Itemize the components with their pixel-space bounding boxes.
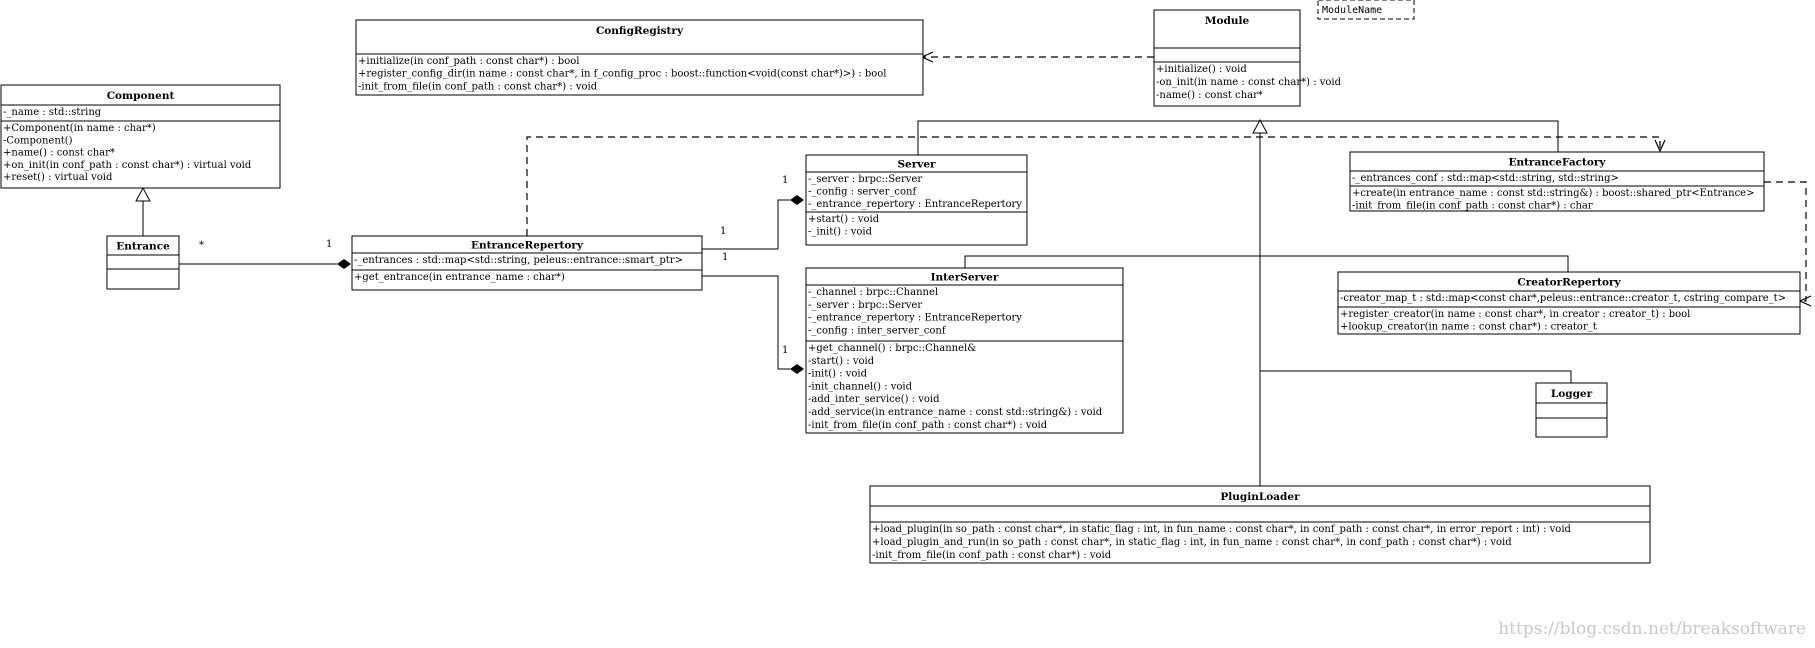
creator-repertory-operation: +lookup_creator(in name : const char*) :… [1340,322,1597,333]
factory-creator-dependency [1764,181,1806,301]
entrance-generalization-arrowhead [135,186,151,202]
multiplicity-interserver: 1 [782,345,788,356]
component-attribute: -_name : std::string [3,107,102,118]
component-class: Component-_name : std::string+Component(… [0,84,281,189]
creator-repertory-box [1337,271,1801,335]
logger-name: Logger [1551,388,1593,400]
plugin-loader-name: PluginLoader [1220,491,1300,503]
multiplicities: * 1 1 1 1 1 [199,175,788,356]
server-diamond [790,195,804,205]
config-registry-operation: +initialize(in conf_path : const char*) … [358,56,579,67]
logger-class: Logger [1535,382,1608,438]
module-operation: -on_init(in name : const char*) : void [1156,77,1342,88]
component-operation: +name() : const char* [3,148,115,159]
inter-server-attribute: -_server : brpc::Server [808,300,922,311]
component-operation: -Component() [3,135,73,146]
inter-server-operation: -init() : void [808,369,868,380]
server-operation: +start() : void [808,214,880,225]
server-attribute: -_entrance_repertory : EntranceRepertory [808,199,1022,210]
inter-server-operation: -start() : void [808,356,875,367]
module-box [1153,9,1301,107]
entrance-factory-class: EntranceFactory-_entrances_conf : std::m… [1349,151,1765,212]
entrance-name: Entrance [116,241,170,253]
server-box [805,154,1028,246]
inter-server-operation: -init_channel() : void [808,381,913,392]
repertory-interserver-composition-line [702,275,790,370]
module-operation: +initialize() : void [1156,64,1247,75]
inter-server-operation: -init_from_file(in conf_path : const cha… [808,420,1048,431]
entrance-class: Entrance [106,235,180,290]
entrance-factory-operation: -init_from_file(in conf_path : const cha… [1352,201,1593,212]
inter-server-attribute: -_channel : brpc::Channel [808,287,938,298]
component-name: Component [107,90,175,102]
connectors [135,0,1806,486]
multiplicity-server-repertory: 1 [720,226,726,237]
entrance-repertory-name: EntranceRepertory [471,240,584,252]
entrance-repertory-attribute: -_entrances : std::map<std::string, pele… [354,255,683,266]
component-box [0,84,281,189]
component-operation: +on_init(in conf_path : const char*) : v… [3,160,252,171]
repertory-factory-dependency [526,136,1660,236]
creator-repertory-operation: +register_creator(in name : const char*,… [1340,309,1690,320]
plugin-loader-operation: +load_plugin_and_run(in so_path : const … [872,537,1512,548]
module-template-param-box [1317,0,1415,20]
entrance-factory-operation: +create(in entrance_name : const std::st… [1352,188,1754,199]
module-generalization-arrowhead [1252,118,1268,134]
config-registry-operation: +register_config_dir(in name : const cha… [358,69,886,80]
interserver-diamond [790,364,804,374]
server-operation: -_init() : void [808,227,873,238]
config-registry-name: ConfigRegistry [596,25,684,37]
inter-server-attribute: -_entrance_repertory : EntranceRepertory [808,313,1022,324]
server-attribute: -_config : server_conf [808,187,917,198]
module-template-param: ModuleName [1322,5,1382,16]
server-class: Server-_server : brpc::Server-_config : … [805,154,1028,246]
server-name: Server [897,159,936,171]
class-boxes: Component-_name : std::string+Component(… [0,9,1801,564]
module-class: Module +initialize() : void -on_init(in na… [1153,9,1342,107]
server-attribute: -_server : brpc::Server [808,174,922,185]
entrance-factory-name: EntranceFactory [1508,157,1606,169]
repertory-server-composition-line [702,199,790,250]
inter-server-class: InterServer-_channel : brpc::Channel-_se… [805,267,1124,434]
entrance-repertory-box [351,235,703,291]
multiplicity-entrance-repertory: 1 [326,239,332,250]
entrance-factory-box [1349,151,1765,212]
watermark: https://blog.csdn.net/breaksoftware [1498,619,1806,639]
plugin-loader-box [869,485,1651,564]
inter-server-attribute: -_config : inter_server_conf [808,325,947,336]
entrance-repertory-operation: +get_entrance(in entrance_name : char*) [354,272,565,283]
inter-server-box [805,267,1124,434]
module-name: Module [1205,15,1250,27]
plugin-loader-operation: +load_plugin(in so_path : const char*, i… [872,524,1572,535]
inter-server-operation: -add_inter_service() : void [808,394,940,405]
interserver-to-module-line [964,255,1569,272]
config-registry-class: ConfigRegistry +initialize(in conf_path :… [355,19,924,96]
entrance-box [106,235,180,290]
component-operation: +reset() : virtual void [3,172,113,183]
multiplicity-interserver-repertory: 1 [722,252,728,263]
config-registry-operation: -init_from_file(in conf_path : const cha… [358,81,598,92]
entrance-repertory-diamond [337,259,351,269]
multiplicity-entrance: * [199,240,204,251]
plugin-loader-class: PluginLoader +load_plugin(in so_path : co… [869,485,1651,564]
logger-box [1535,382,1608,438]
plugin-loader-operation: -init_from_file(in conf_path : const cha… [872,550,1112,561]
multiplicity-server: 1 [782,175,788,186]
component-operation: +Component(in name : char*) [3,123,156,134]
creator-repertory-attribute: -creator_map_t : std::map<const char*,pe… [1340,293,1786,304]
inter-server-name: InterServer [931,272,999,284]
config-registry-box [355,19,924,96]
entrance-repertory-class: EntranceRepertory-_entrances : std::map<… [351,235,703,291]
entrance-factory-attribute: -_entrances_conf : std::map<std::string,… [1352,173,1619,184]
creator-repertory-class: CreatorRepertory-creator_map_t : std::ma… [1337,271,1801,335]
module-operation: -name() : const char* [1156,90,1263,101]
logger-to-module-line [1260,370,1572,383]
inter-server-operation: +get_channel() : brpc::Channel& [808,343,976,354]
creator-repertory-name: CreatorRepertory [1517,277,1621,289]
server-to-module-line [917,120,1559,155]
inter-server-operation: -add_service(in entrance_name : const st… [808,407,1103,418]
